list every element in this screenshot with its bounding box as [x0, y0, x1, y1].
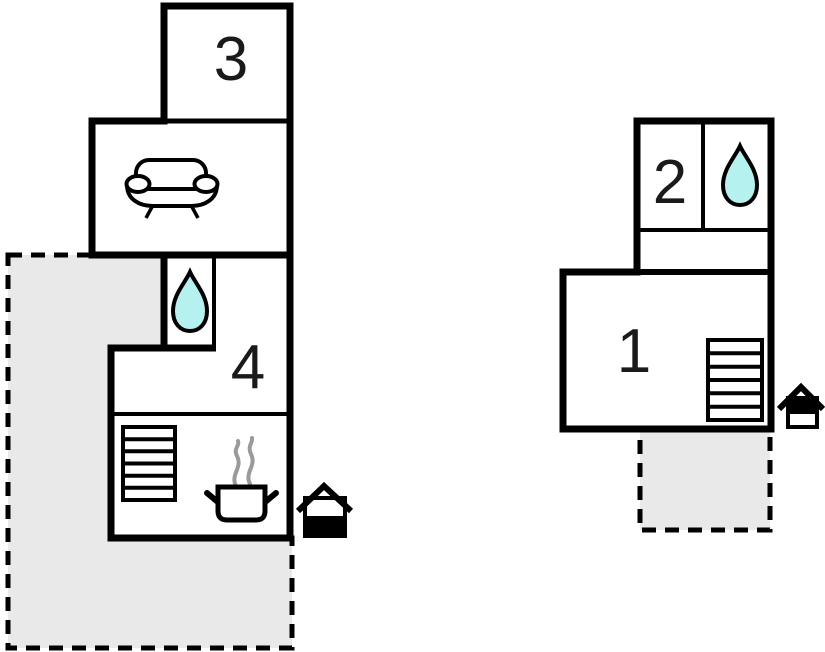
stairs-icon	[706, 338, 764, 422]
water-drop-icon	[170, 267, 210, 334]
sofa-icon	[124, 158, 220, 219]
steam-icon	[232, 436, 255, 488]
room-label-4: 4	[231, 333, 265, 402]
cooking-pot-icon	[204, 484, 279, 523]
room-label-3: 3	[214, 25, 248, 94]
building-right: 2 1	[559, 117, 775, 433]
room-label-2: 2	[653, 148, 687, 217]
stairs-icon	[121, 425, 177, 502]
entrance-icon-right	[776, 382, 825, 429]
entrance-icon-left	[295, 481, 354, 538]
water-drop-icon	[720, 141, 760, 208]
building-left: 3 4	[88, 2, 294, 542]
terrace-right	[637, 426, 773, 533]
room-label-1: 1	[617, 317, 651, 386]
